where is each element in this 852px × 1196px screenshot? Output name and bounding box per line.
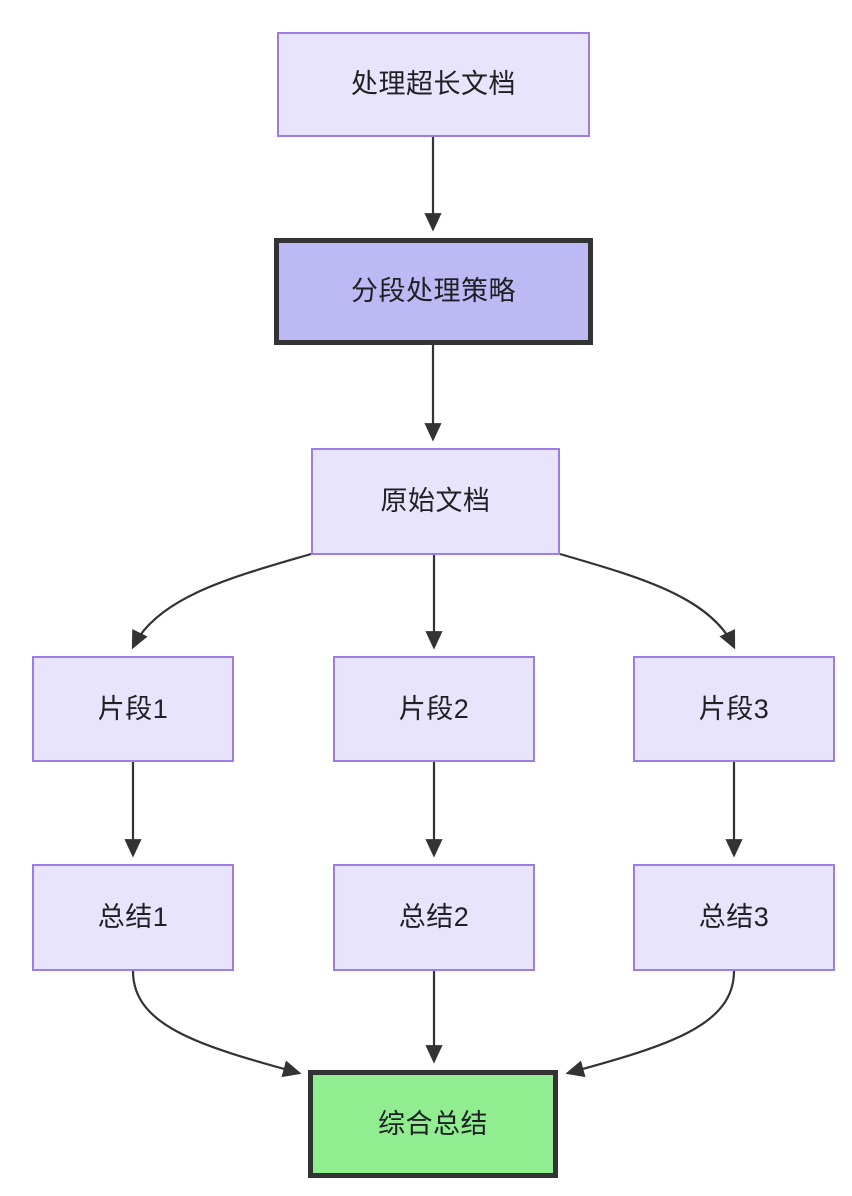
node-label: 片段1 [97,693,169,724]
node-chunk-2[interactable]: 片段2 [333,656,535,762]
node-label: 片段3 [698,693,770,724]
node-summary-3[interactable]: 总结3 [633,864,835,971]
node-label: 综合总结 [378,1108,488,1139]
node-summary-2[interactable]: 总结2 [333,864,535,971]
node-label: 分段处理策略 [351,276,516,307]
node-combined-summary[interactable]: 综合总结 [308,1070,558,1178]
node-summary-1[interactable]: 总结1 [32,864,234,971]
node-label: 总结3 [698,902,770,933]
edge-sum3-to-final [565,970,736,1078]
edge-source-to-chunk1 [131,552,312,650]
node-source-document[interactable]: 原始文档 [311,448,560,555]
node-label: 片段2 [398,693,470,724]
node-chunk-1[interactable]: 片段1 [32,656,234,762]
node-chunk-3[interactable]: 片段3 [633,656,835,762]
node-chunking-strategy[interactable]: 分段处理策略 [274,238,593,345]
node-label: 原始文档 [380,486,491,517]
node-process-long-document[interactable]: 处理超长文档 [277,32,590,137]
edge-source-to-chunk3 [559,552,736,650]
edge-sum1-to-final [131,970,302,1078]
node-label: 总结1 [97,902,169,933]
node-label: 处理超长文档 [351,69,516,100]
node-label: 总结2 [398,902,470,933]
